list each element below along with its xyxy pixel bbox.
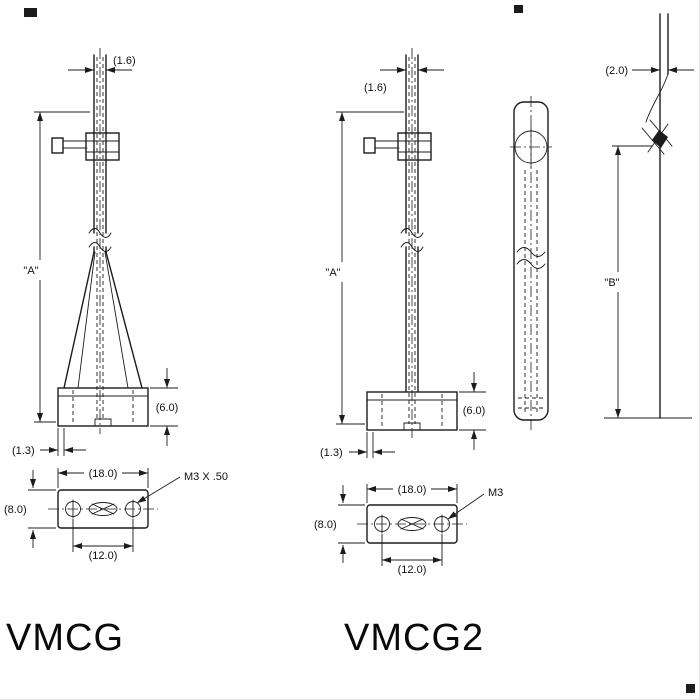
dim-label-vmcg-base-height: (6.0) (156, 402, 179, 414)
vmcg-dim-base-width: (18.0) (57, 468, 149, 488)
vmcg2-thread-callout: M3 (447, 487, 503, 520)
dim-height-b: "B" (604, 145, 692, 419)
screw-head-dot (652, 130, 668, 148)
thread-label-vmcg2: M3 (488, 487, 503, 499)
dim-label-vmcg2-base-height: (6.0) (463, 405, 486, 417)
vmcg-front-view: (1.6) "A" (6.0) (1.3) (12, 48, 178, 457)
angled-clamp-screw (641, 119, 673, 155)
dim-label-vmcg2-hole-spacing: (12.0) (398, 564, 427, 576)
vmcg-dim-base-depth: (8.0) (4, 470, 56, 548)
scan-speck (24, 8, 37, 17)
vmcg2-dim-base-depth: (8.0) (314, 485, 365, 563)
dim-label-vmcg2-base-offset: (1.3) (320, 447, 343, 459)
dim-label-vmcg2-height: "A" (325, 267, 340, 279)
part-label-vmcg2: VMCG2 (344, 617, 484, 659)
vmcg-dim-base-height: (6.0) (150, 368, 178, 446)
scan-speck (686, 684, 695, 693)
scan-artifacts (24, 5, 695, 693)
vmcg-dim-base-offset: (1.3) (12, 428, 86, 457)
vmcg2-base (366, 391, 458, 431)
dim-label-vmcg2-top-width: (1.6) (364, 82, 387, 94)
edge-view: (2.0) "B" (604, 13, 694, 419)
vmcg2-side-view (510, 96, 552, 430)
dim-label-vmcg-hole-spacing: (12.0) (89, 550, 118, 562)
dim-label-depth: (2.0) (605, 65, 628, 77)
vmcg-bottom-view: (18.0) M3 X .50 (8.0) (12.0) (4, 468, 228, 562)
vmcg-clamp-screw (51, 132, 120, 161)
dim-label-height-b: "B" (604, 277, 619, 289)
vmcg-thread-callout: M3 X .50 (136, 471, 228, 504)
vmcg-dim-hole-spacing: (12.0) (72, 519, 134, 562)
thread-label-vmcg: M3 X .50 (184, 471, 228, 483)
vmcg2-dim-base-offset: (1.3) (320, 432, 395, 459)
vmcg-center-slot (88, 502, 118, 516)
dim-label-vmcg-top-width: (1.6) (113, 55, 136, 67)
dim-label-vmcg-base-offset: (1.3) (12, 445, 35, 457)
vmcg2-dim-base-width: (18.0) (366, 484, 458, 503)
vmcg-dim-top-width: (1.6) (68, 55, 136, 73)
vmcg2-bottom-view: (18.0) M3 (8.0) (12.0) (314, 484, 503, 576)
vmcg2-dim-hole-spacing: (12.0) (381, 534, 443, 576)
dim-label-vmcg-height: "A" (23, 265, 38, 277)
vmcg-post (93, 48, 107, 434)
dim-label-vmcg-base-width: (18.0) (89, 468, 118, 480)
vmcg2-dim-height-a: "A" (325, 111, 404, 425)
vmcg-taper (63, 251, 143, 389)
vmcg2-dim-top-width: (1.6) (364, 67, 444, 94)
dim-depth: (2.0) (605, 65, 694, 77)
vmcg-break-lines (88, 228, 112, 252)
vmcg-base (57, 387, 149, 427)
vmcg2-front-view: (1.6) "A" (6.0) (1.3) (320, 48, 486, 459)
dim-label-vmcg-base-depth: (8.0) (4, 504, 27, 516)
dim-label-vmcg2-base-width: (18.0) (398, 484, 427, 496)
vmcg2-clamp-screw (363, 132, 432, 161)
vmcg2-post (405, 48, 419, 438)
vmcg2-center-slot (397, 517, 427, 531)
vmcg2-break-lines (400, 228, 424, 252)
clamp-arm-curve (645, 73, 669, 123)
scan-speck (514, 5, 523, 13)
vmcg2-dim-base-height: (6.0) (459, 372, 486, 450)
dim-label-vmcg2-base-depth: (8.0) (314, 519, 337, 531)
part-label-vmcg: VMCG (6, 617, 124, 659)
vmcg-dim-height-a: "A" (23, 111, 90, 423)
